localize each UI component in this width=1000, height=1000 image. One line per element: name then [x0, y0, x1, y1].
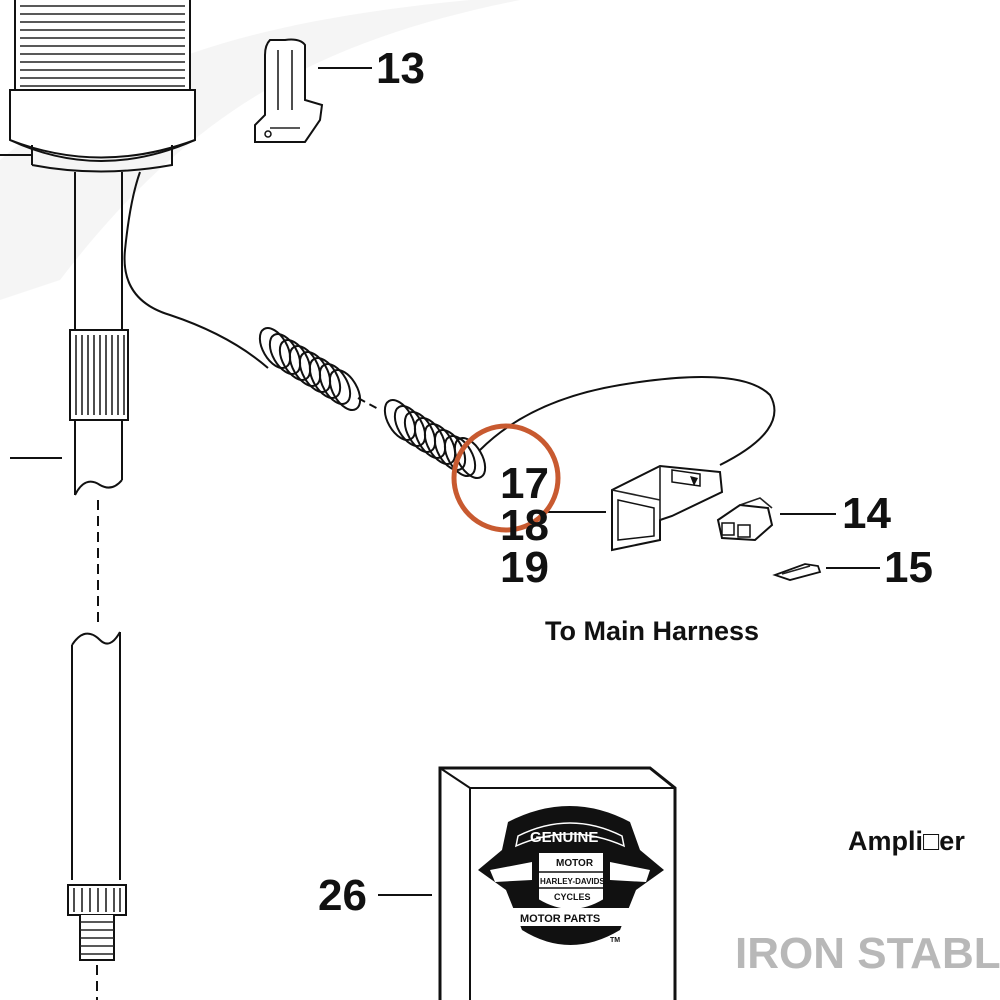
watermark-iron-stable: IRON STABLE	[735, 929, 1000, 978]
coiled-cord-2	[383, 399, 487, 479]
logo-motor-parts-text: MOTOR PARTS	[520, 913, 600, 925]
caption-to-main-harness: To Main Harness	[545, 616, 759, 646]
logo-cycles-text: CYCLES	[554, 892, 591, 902]
callout-15: 15	[884, 543, 933, 592]
callout-13: 13	[376, 44, 425, 93]
part-13-clip	[254, 38, 324, 143]
logo-tm-text: TM	[610, 937, 620, 944]
genuine-motor-parts-logo: GENUINE MOTOR HARLEY-DAVIDSON CYCLES MOT…	[478, 806, 664, 945]
logo-motor-text: MOTOR	[556, 858, 594, 869]
antenna-cable	[123, 171, 269, 369]
harness-cable	[479, 376, 776, 466]
callout-26: 26	[318, 871, 367, 920]
part-15-terminal-pin	[772, 563, 822, 581]
callout-19: 19	[500, 543, 549, 592]
coiled-cord-1	[258, 327, 362, 411]
antenna-mast	[10, 172, 129, 1000]
highlight-circle	[451, 423, 561, 533]
callout-14: 14	[842, 489, 891, 538]
antenna-base-coil	[0, 0, 196, 173]
connector-housing	[611, 464, 724, 552]
caption-amplifier: Ampli□er	[848, 826, 965, 856]
part-14-terminal-lock	[716, 497, 774, 542]
callout-18: 18	[500, 501, 549, 550]
callout-17: 17	[500, 459, 549, 508]
cord-break	[357, 397, 381, 411]
logo-genuine-text: GENUINE	[530, 829, 598, 846]
logo-harley-text: HARLEY-DAVIDSON	[540, 877, 617, 886]
